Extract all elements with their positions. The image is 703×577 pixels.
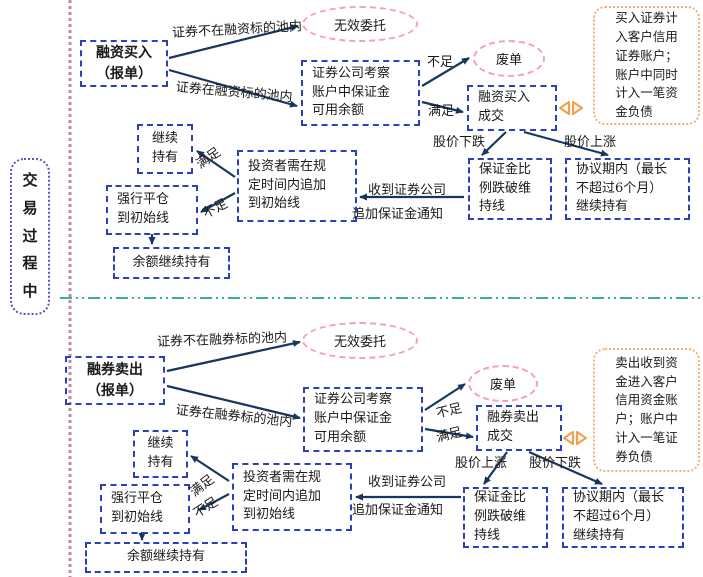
top-sufficient-label: 满足 bbox=[428, 104, 455, 119]
top-notice-line1-label: 收到证券公司 bbox=[368, 183, 447, 198]
bottom-rejected-order-node: 废单 bbox=[468, 365, 538, 402]
bottom-agreement-node: 协议期内（最长 不超过6个月） 继续持有 bbox=[562, 487, 684, 548]
top-edge-not-in-pool-label: 证券不在融资标的池内 bbox=[171, 19, 303, 41]
bottom-notice-line1-label: 收到证券公司 bbox=[368, 475, 447, 490]
top-notice-line2-label: 追加保证金通知 bbox=[352, 207, 444, 222]
top-insufficient-label: 不足 bbox=[427, 55, 454, 70]
top-deal-node: 融资买入 成交 bbox=[467, 85, 557, 131]
diamond-connector-icon bbox=[558, 99, 584, 117]
bottom-notice-line2-label: 追加保证金通知 bbox=[352, 503, 444, 518]
bottom-edge-not-in-pool-label: 证券不在融券标的池内 bbox=[156, 330, 288, 350]
top-edge-in-pool-label: 证券在融资标的池内 bbox=[175, 80, 294, 106]
bottom-deal-node: 融券卖出 成交 bbox=[476, 405, 562, 451]
bottom-force-close-node: 强行平仓 到初始线 bbox=[100, 484, 190, 534]
top-note-box: 买入证券计 入客户信用 证券账户； 账户中同时 计入一笔资 金负债 bbox=[593, 6, 700, 125]
bottom-start-node: 融券卖出 （报单） bbox=[65, 356, 165, 405]
top-force-close-node: 强行平仓 到初始线 bbox=[106, 185, 198, 235]
top-price-down-label: 股价下跌 bbox=[433, 135, 486, 150]
top-not-enough-label: 不足 bbox=[200, 196, 231, 222]
bottom-remain-node: 余额继续持有 bbox=[85, 542, 247, 573]
bottom-note-box: 卖出收到资 金进入客户 信用资金账 户；账户中 计入一笔证 券负债 bbox=[593, 348, 700, 472]
top-investor-node: 投资者需在规 定时间内追加 到初始线 bbox=[237, 150, 357, 222]
bottom-price-up-label: 股价上涨 bbox=[455, 456, 508, 471]
side-label: 交易过程中 bbox=[22, 171, 38, 301]
top-start-node: 融资买入 （报单） bbox=[80, 40, 168, 87]
top-agreement-node: 协议期内（最长 不超过6个月） 继续持有 bbox=[565, 158, 690, 220]
top-satisfy-label: 满足 bbox=[193, 145, 224, 173]
bottom-insufficient-label: 不足 bbox=[434, 400, 464, 422]
top-margin-break-node: 保证金比 例跌破维 持线 bbox=[468, 158, 552, 220]
bottom-investor-node: 投资者需在规 定时间内追加 到初始线 bbox=[232, 463, 352, 531]
bottom-margin-break-node: 保证金比 例跌破维 持线 bbox=[463, 487, 548, 548]
diamond-connector-icon bbox=[562, 429, 588, 447]
top-keep-node: 继续 持有 bbox=[137, 124, 193, 174]
top-invalid-order-node: 无效委托 bbox=[302, 6, 418, 42]
top-price-up-label: 股价上涨 bbox=[564, 135, 617, 150]
bottom-keep-node: 继续 持有 bbox=[133, 430, 188, 478]
top-rejected-order-node: 废单 bbox=[473, 40, 545, 77]
bottom-invalid-order-node: 无效委托 bbox=[302, 322, 418, 359]
bottom-edge-in-pool-label: 证券在融券标的池内 bbox=[175, 403, 293, 431]
bottom-examine-node: 证券公司考察 账户中保证金 可用余额 bbox=[303, 387, 423, 452]
top-examine-node: 证券公司考察 账户中保证金 可用余额 bbox=[301, 60, 420, 126]
top-remain-node: 余额继续持有 bbox=[113, 247, 230, 279]
bottom-sufficient-label: 满足 bbox=[434, 424, 464, 446]
side-label-box: 交易过程中 bbox=[10, 158, 50, 315]
bottom-price-down-label: 股价下跌 bbox=[529, 456, 582, 471]
